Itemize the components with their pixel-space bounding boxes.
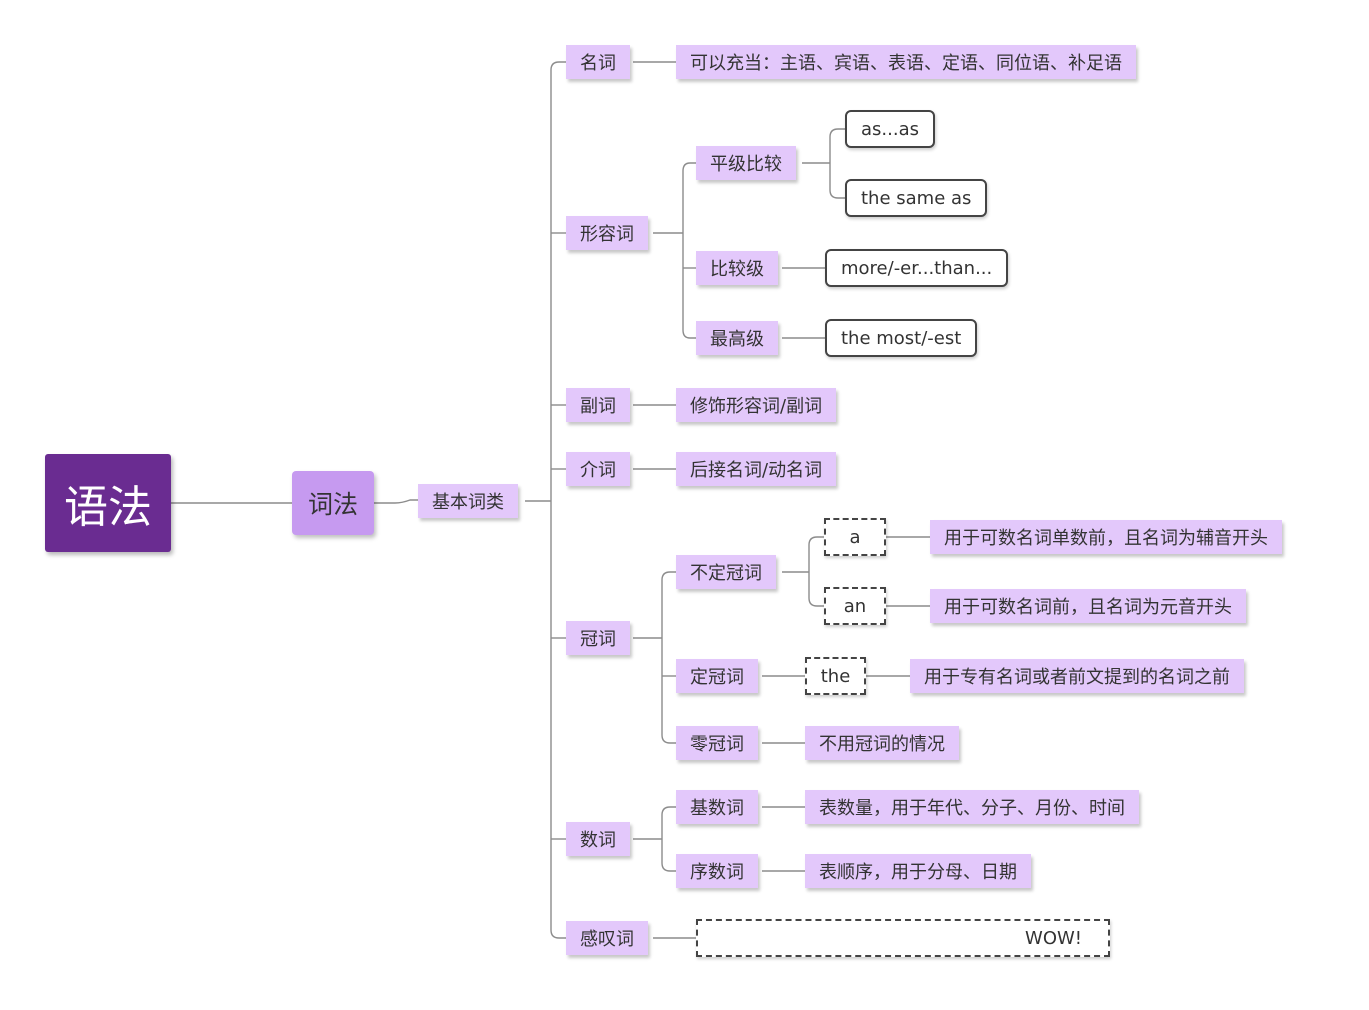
ordinal-node[interactable]: 序数词 bbox=[676, 854, 758, 888]
adjective-node[interactable]: 形容词 bbox=[566, 216, 648, 250]
comparative-example-node[interactable]: more/-er...than... bbox=[825, 249, 1009, 287]
zero-article-desc-node[interactable]: 不用冠词的情况 bbox=[805, 726, 959, 760]
a-node[interactable]: a bbox=[824, 518, 886, 556]
zero-article-node[interactable]: 零冠词 bbox=[676, 726, 758, 760]
superlative-node[interactable]: 最高级 bbox=[696, 321, 778, 355]
interjection-node[interactable]: 感叹词 bbox=[566, 921, 648, 955]
comparative-node[interactable]: 比较级 bbox=[696, 251, 778, 285]
definite-article-node[interactable]: 定冠词 bbox=[676, 659, 758, 693]
adverb-desc-node[interactable]: 修饰形容词/副词 bbox=[676, 388, 837, 422]
noun-desc-node[interactable]: 可以充当：主语、宾语、表语、定语、同位语、补足语 bbox=[676, 45, 1136, 79]
indefinite-article-node[interactable]: 不定冠词 bbox=[676, 555, 776, 589]
an-node[interactable]: an bbox=[824, 587, 886, 625]
preposition-node[interactable]: 介词 bbox=[566, 452, 630, 486]
the-desc-node[interactable]: 用于专有名词或者前文提到的名词之前 bbox=[910, 659, 1244, 693]
ordinal-desc-node[interactable]: 表顺序，用于分母、日期 bbox=[805, 854, 1031, 888]
an-desc-node[interactable]: 用于可数名词前，且名词为元音开头 bbox=[930, 589, 1246, 623]
equal-comparison-node[interactable]: 平级比较 bbox=[696, 146, 796, 180]
numeral-node[interactable]: 数词 bbox=[566, 822, 630, 856]
cardinal-desc-node[interactable]: 表数量，用于年代、分子、月份、时间 bbox=[805, 790, 1139, 824]
category-node[interactable]: 基本词类 bbox=[418, 484, 518, 518]
noun-node[interactable]: 名词 bbox=[566, 45, 630, 79]
adverb-node[interactable]: 副词 bbox=[566, 388, 630, 422]
the-same-as-node[interactable]: the same as bbox=[845, 179, 988, 217]
the-node[interactable]: the bbox=[805, 657, 866, 695]
superlative-example-node[interactable]: the most/-est bbox=[825, 319, 978, 357]
root-node[interactable]: 语法 bbox=[45, 454, 171, 552]
as-as-node[interactable]: as...as bbox=[845, 110, 935, 148]
a-desc-node[interactable]: 用于可数名词单数前，且名词为辅音开头 bbox=[930, 520, 1282, 554]
wow-node[interactable]: WOW! bbox=[696, 919, 1110, 957]
article-node[interactable]: 冠词 bbox=[566, 621, 630, 655]
preposition-desc-node[interactable]: 后接名词/动名词 bbox=[676, 452, 837, 486]
cardinal-node[interactable]: 基数词 bbox=[676, 790, 758, 824]
main-topic-node[interactable]: 词法 bbox=[292, 471, 374, 535]
